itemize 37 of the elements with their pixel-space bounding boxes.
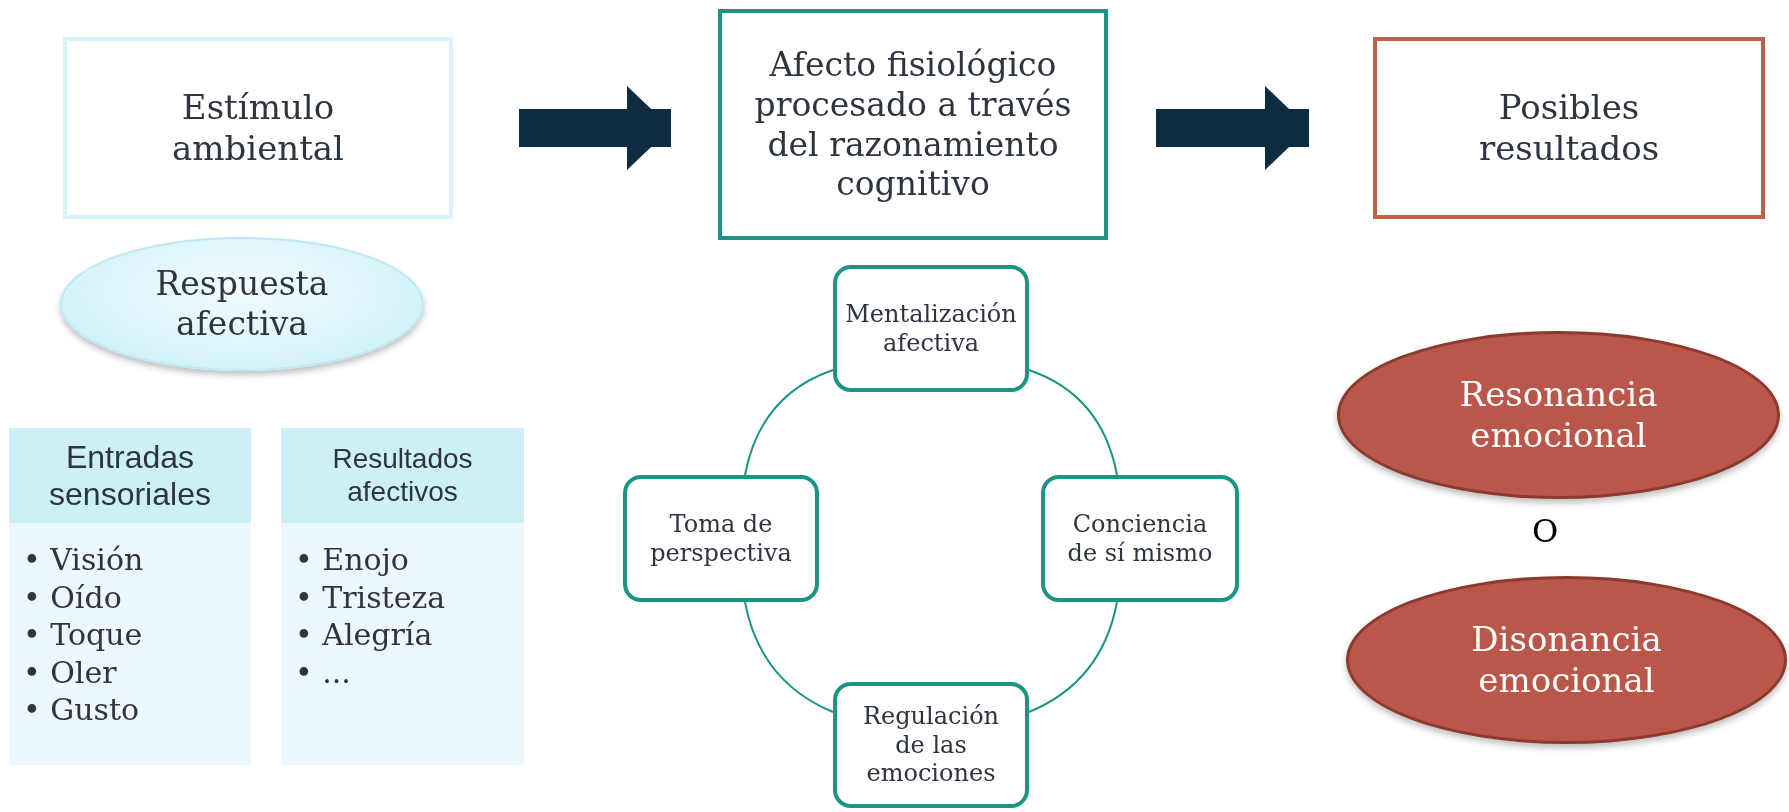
list-item: • Oído: [23, 578, 122, 616]
skill-box: [1041, 475, 1239, 602]
connector-arc: [744, 601, 834, 713]
node-text: Estímulo ambiental: [171, 87, 345, 169]
list-panel: [9, 428, 251, 765]
connector-arc: [1028, 601, 1118, 713]
process-box: [718, 9, 1108, 240]
block-arrow: [1156, 86, 1309, 170]
node-text: Mentalización afectiva: [845, 299, 1017, 358]
panel-header: Entradas sensoriales: [9, 428, 251, 523]
node-text: Toma de perspectiva: [649, 509, 793, 568]
skill-box: [833, 682, 1029, 808]
skill-box: [623, 475, 819, 602]
node-text: Afecto fisiológico procesado a través del razonamiento cognitivo: [753, 45, 1073, 204]
list-item: • Alegría: [295, 616, 433, 654]
panel-header: Resultados afectivos: [281, 428, 524, 523]
node-text: Regulación de las emociones: [861, 701, 1001, 789]
node-text: Respuesta afectiva: [154, 264, 330, 344]
list-item: • Visión: [23, 541, 144, 579]
block-arrow: [519, 86, 671, 170]
list-item: • Toque: [23, 616, 143, 654]
list-item: • Tristeza: [295, 578, 446, 616]
process-box: [63, 37, 453, 219]
list-item: • Oler: [23, 653, 117, 691]
list-item: • ...: [295, 653, 351, 691]
skill-box: [833, 265, 1029, 392]
connector-arc: [1028, 369, 1118, 476]
process-box: [1373, 37, 1765, 219]
connector-word: O: [1530, 512, 1560, 550]
list-item: • Gusto: [23, 691, 140, 729]
node-text: Disonancia emocional: [1470, 619, 1663, 701]
node-text: Conciencia de sí mismo: [1066, 509, 1214, 568]
node-text: Posibles resultados: [1477, 87, 1661, 169]
node-text: Resonancia emocional: [1458, 374, 1659, 456]
connector-arc: [744, 369, 834, 476]
list-panel: [281, 428, 524, 765]
list-item: • Enojo: [295, 541, 409, 579]
